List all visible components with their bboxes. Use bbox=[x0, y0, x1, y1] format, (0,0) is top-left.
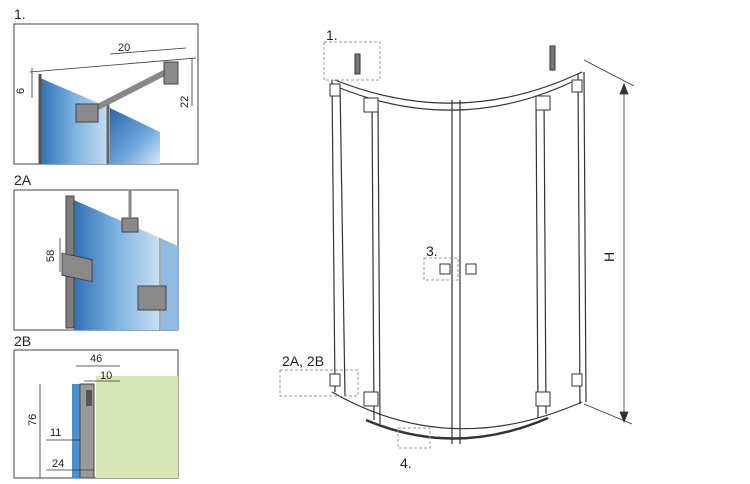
hinge-bottom-right-wall bbox=[571, 373, 583, 387]
panel-2b-hinge bbox=[86, 390, 92, 406]
panel-2b-dim-c: 76 bbox=[27, 414, 39, 426]
enclosure-right-door-edge bbox=[535, 99, 539, 419]
detail-panel-2a: 2A 58 bbox=[13, 172, 179, 331]
panel-2b-profile bbox=[79, 383, 95, 479]
callout-label-1: 1. bbox=[326, 27, 338, 43]
enclosure-right-panel-edge bbox=[543, 95, 547, 415]
panel-2a-hinge-top bbox=[61, 252, 93, 283]
detail-panel-1: 1. 20 6 22 bbox=[13, 6, 199, 165]
panel-2b-dim-b: 10 bbox=[100, 370, 112, 382]
door-handle-right bbox=[465, 263, 477, 275]
panel-2a-hinge-bottom bbox=[137, 285, 167, 311]
door-handle-left bbox=[439, 263, 451, 275]
callout-box-2 bbox=[279, 369, 359, 397]
enclosure-left-wall-edge-inner bbox=[339, 83, 346, 397]
height-dimension bbox=[583, 59, 635, 425]
panel-2b-glass bbox=[72, 384, 80, 478]
enclosure-left-wall-edge bbox=[331, 79, 336, 393]
callouts bbox=[279, 41, 459, 449]
height-arrow-top bbox=[619, 82, 629, 95]
panel-2a-glass-door bbox=[160, 238, 178, 330]
enclosure-bottom-arc-outer bbox=[331, 391, 583, 430]
callout-label-4: 4. bbox=[400, 455, 412, 471]
hinge-bottom-left-wall bbox=[329, 373, 341, 387]
enclosure-right-wall-edge bbox=[583, 71, 587, 403]
detail-panel-2b: 2B 46 10 76 11 24 bbox=[13, 333, 179, 479]
height-ext-top bbox=[583, 59, 635, 87]
panel-2b-label: 2B bbox=[14, 333, 31, 349]
panel-1-glass-clamp bbox=[75, 103, 99, 123]
height-arrow-bottom bbox=[619, 411, 629, 424]
callout-box-4 bbox=[397, 427, 431, 449]
panel-1-wall-bracket bbox=[163, 61, 179, 85]
callout-label-3: 3. bbox=[426, 243, 438, 259]
hinge-bottom-left-door bbox=[363, 391, 379, 407]
stabilizer-left bbox=[354, 53, 361, 75]
panel-2a-bar-clamp bbox=[121, 217, 139, 233]
enclosure-left-door-edge bbox=[377, 103, 381, 425]
panel-1-glass-left bbox=[40, 78, 110, 164]
enclosure-top-arc-outer bbox=[334, 71, 583, 104]
enclosure-right-wall-edge-inner bbox=[577, 73, 581, 405]
panel-2b-dim-d: 11 bbox=[50, 427, 61, 439]
panel-1-glass-right bbox=[110, 108, 160, 164]
panel-2b-dim-a: 46 bbox=[90, 353, 102, 365]
panel-2a-dim-a: 58 bbox=[45, 250, 57, 262]
callout-box-3 bbox=[423, 257, 459, 281]
hinge-top-left-wall bbox=[329, 83, 341, 97]
panel-1-stabilizer-bar bbox=[86, 67, 172, 115]
enclosure-left-panel-edge bbox=[371, 99, 375, 421]
panel-1-dim-b: 6 bbox=[15, 88, 27, 94]
panel-1-dim-c: 22 bbox=[179, 96, 191, 108]
panel-1-dim-line-a bbox=[109, 47, 187, 55]
hinge-top-left-door bbox=[363, 97, 379, 113]
stabilizer-right bbox=[549, 45, 556, 71]
height-label: H bbox=[601, 252, 617, 262]
enclosure-bottom-arc-inner bbox=[365, 416, 549, 440]
panel-1-label: 1. bbox=[14, 6, 26, 22]
enclosure-hardware bbox=[329, 45, 583, 407]
panel-2b-wall bbox=[96, 376, 178, 478]
callout-box-1 bbox=[323, 41, 381, 81]
hinge-top-right-wall bbox=[571, 79, 583, 93]
callout-label-2: 2A, 2B bbox=[282, 353, 324, 369]
panel-1-dim-a: 20 bbox=[118, 42, 130, 54]
shower-enclosure bbox=[331, 71, 587, 444]
panel-2b-dim-e: 24 bbox=[52, 458, 64, 470]
hinge-bottom-right-door bbox=[535, 391, 551, 407]
hinge-top-right-door bbox=[535, 95, 551, 111]
panel-1-ref-line bbox=[29, 57, 197, 73]
panel-2a-label: 2A bbox=[14, 172, 32, 188]
